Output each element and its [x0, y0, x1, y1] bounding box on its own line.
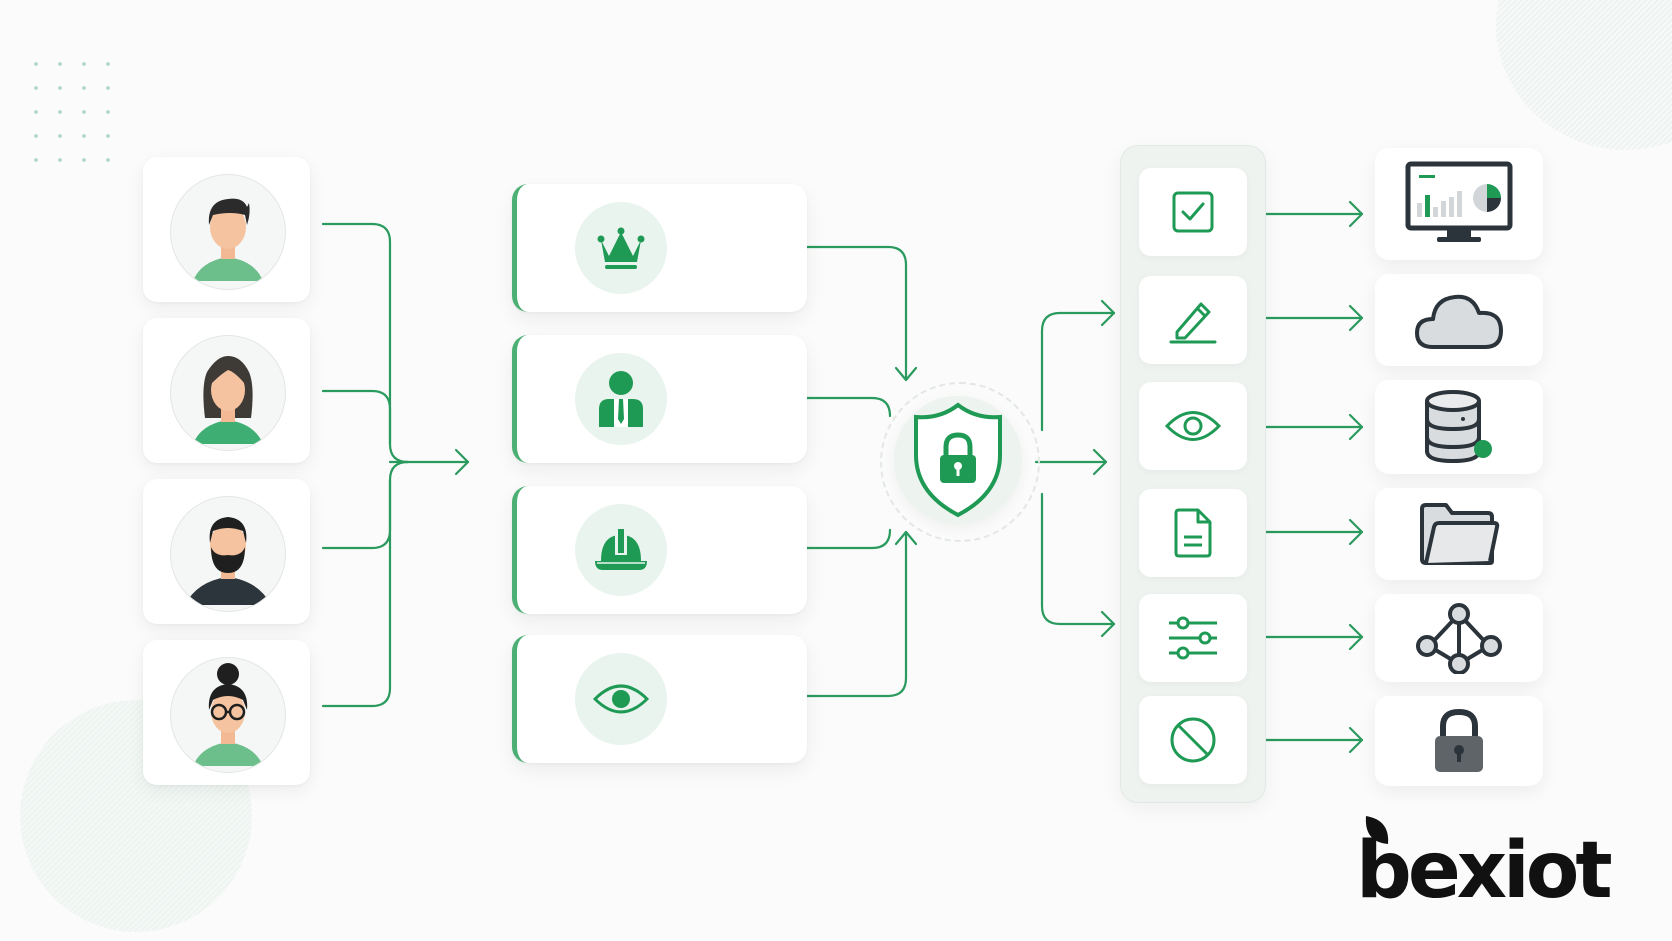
permission-document [1139, 489, 1247, 577]
permission-configure [1139, 594, 1247, 682]
document-icon [1174, 508, 1212, 558]
logo-text: bexiot [1356, 826, 1613, 916]
resource-dashboard [1375, 148, 1543, 260]
manager-icon [575, 353, 667, 445]
brand-logo: bexiot [1356, 816, 1616, 916]
permission-edit [1139, 276, 1247, 364]
user-card-1 [143, 157, 310, 302]
network-icon [1416, 603, 1502, 674]
cloud-icon [1415, 294, 1503, 349]
folder-icon [1420, 503, 1500, 565]
resource-database [1375, 380, 1543, 474]
dot-grid-decoration [24, 52, 128, 176]
hard-hat-icon [575, 504, 667, 596]
monitor-dashboard-icon [1405, 161, 1513, 242]
user-card-2 [143, 318, 310, 463]
role-card-worker [512, 486, 807, 614]
padlock-icon [1435, 708, 1483, 772]
resource-network [1375, 594, 1543, 682]
role-card-admin [512, 184, 807, 312]
shield-lock-icon [894, 396, 1022, 524]
user-card-4 [143, 640, 310, 785]
block-icon [1170, 717, 1216, 763]
database-icon [1425, 390, 1492, 464]
leaf-icon [1365, 816, 1389, 844]
permissions-panel [1120, 145, 1266, 803]
hub-dashed-ring [880, 382, 1040, 542]
avatar-man-beard [170, 496, 286, 612]
role-card-viewer [512, 635, 807, 763]
eye-icon [575, 653, 667, 745]
resource-folder [1375, 488, 1543, 580]
resource-secured [1375, 696, 1543, 786]
avatar-woman-long-hair [170, 335, 286, 451]
user-card-3 [143, 479, 310, 624]
permission-deny [1139, 696, 1247, 784]
circle-decoration-top-right [1496, 0, 1672, 150]
crown-icon [575, 202, 667, 294]
avatar-man-short-hair [170, 174, 286, 290]
permission-view [1139, 382, 1247, 470]
avatar-woman-bun-glasses [170, 657, 286, 773]
checkbox-icon [1172, 191, 1214, 233]
pencil-icon [1169, 302, 1217, 344]
role-card-manager [512, 335, 807, 463]
eye-icon [1164, 411, 1222, 441]
permission-approve [1139, 168, 1247, 256]
resource-cloud [1375, 274, 1543, 366]
sliders-icon [1169, 616, 1217, 660]
